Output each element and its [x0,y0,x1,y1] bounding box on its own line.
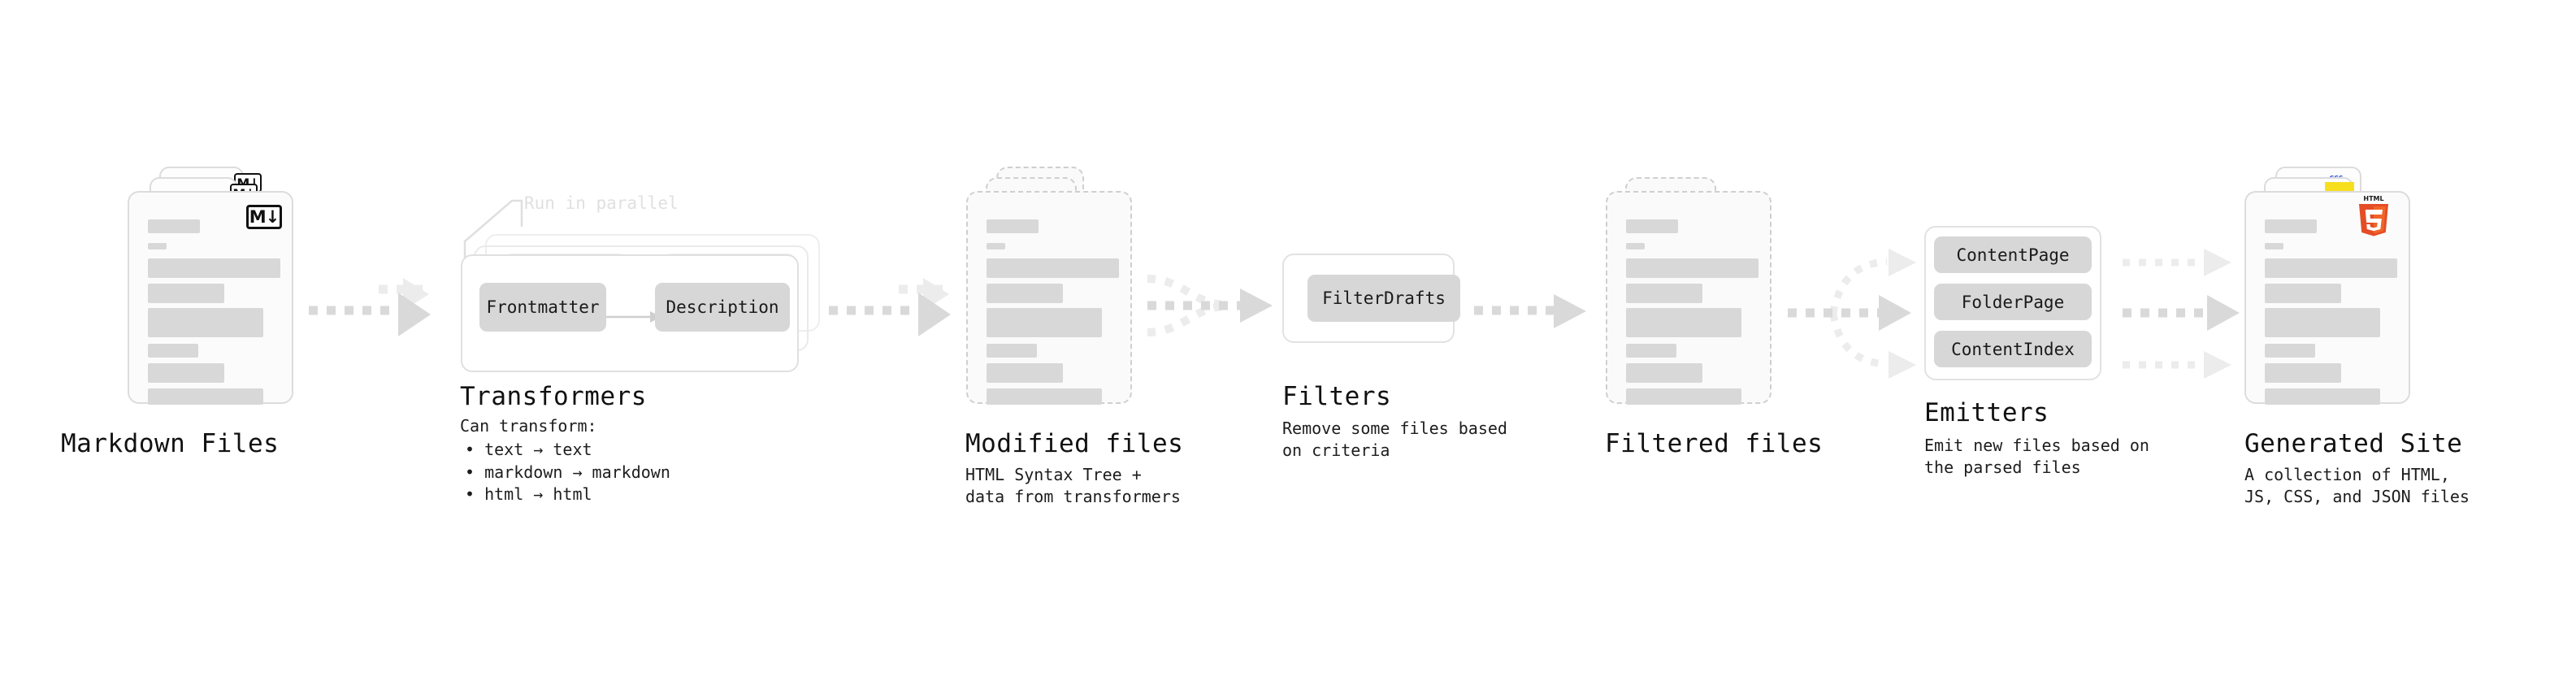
doc-subtitle-bar [148,243,167,249]
doc-content-bar-5 [148,363,224,383]
emitter-chip-folderpage[interactable]: FolderPage [1934,284,2092,320]
doc-content-bar-6 [987,388,1102,405]
markdown-files-label: Markdown Files [61,429,280,458]
filtered-files-label: Filtered files [1605,429,1824,458]
doc-content-bar-1 [1626,258,1759,278]
arrow-markdown-to-transformers [309,278,431,336]
filters-desc-1: Remove some files based [1282,419,1507,438]
transformers-desc-head: Can transform: [460,416,597,436]
markdown-badge-text-3: M↓ [249,207,280,227]
doc-content-bar-5 [1626,363,1702,383]
doc-content-bar-3 [1626,308,1741,337]
generated-site-label: Generated Site [2244,429,2463,458]
doc-content-bar-2 [2265,284,2341,303]
transformer-chip-frontmatter[interactable]: Frontmatter [479,283,606,332]
doc-content-bar-3 [987,308,1102,337]
doc-content-bar-1 [987,258,1119,278]
emitters-label: Emitters [1924,398,2049,427]
doc-content-bar-3 [2265,308,2380,337]
transformers-desc-bullet-3: • html → html [465,484,592,504]
filter-chip-filterdrafts[interactable]: FilterDrafts [1308,275,1460,322]
transformers-desc-bullet-2: • markdown → markdown [465,462,670,482]
site-file-card-front [2244,191,2410,405]
svg-text:HTML: HTML [2363,195,2383,202]
doc-title-bar [1626,219,1678,233]
emitters-desc-1: Emit new files based on [1924,436,2149,455]
filtered-file-card-front [1606,191,1772,405]
doc-content-bar-4 [1626,344,1676,358]
transformers-label: Transformers [460,382,647,411]
doc-content-bar-5 [2265,363,2341,383]
arrow-filters-to-filtered [1474,294,1586,328]
markdown-badge-front: M↓ [246,205,282,229]
doc-title-bar [987,219,1039,233]
arrow-emitters-to-site [2123,249,2240,379]
doc-content-bar-6 [1626,388,1741,405]
arrow-filtered-to-emitters [1788,249,1916,379]
doc-subtitle-bar [1626,243,1645,249]
doc-content-bar-2 [148,284,224,303]
run-in-parallel-bracket [463,199,523,262]
doc-title-bar [2265,219,2317,233]
modified-files-desc-1: HTML Syntax Tree + [965,465,1142,484]
modified-file-card-front [966,191,1132,405]
doc-subtitle-bar [987,243,1005,249]
arrow-modified-to-filters [1147,275,1273,336]
filters-label: Filters [1282,382,1392,411]
doc-content-bar-5 [987,363,1063,383]
transformer-chip-description[interactable]: Description [655,283,790,332]
doc-content-bar-6 [2265,388,2380,405]
doc-content-bar-2 [987,284,1063,303]
arrow-transformers-to-modified [829,278,951,336]
emitters-desc-2: the parsed files [1924,458,2081,477]
doc-content-bar-6 [148,388,263,405]
modified-files-label: Modified files [965,429,1184,458]
doc-content-bar-4 [148,344,198,358]
modified-files-desc-2: data from transformers [965,487,1181,506]
generated-site-desc-1: A collection of HTML, [2244,465,2450,484]
doc-content-bar-2 [1626,284,1702,303]
doc-content-bar-3 [148,308,263,337]
generated-site-desc-2: JS, CSS, and JSON files [2244,487,2470,506]
doc-subtitle-bar [2265,243,2283,249]
run-in-parallel-label: Run in parallel [524,193,679,213]
filters-desc-2: on criteria [1282,440,1390,460]
emitter-chip-contentpage[interactable]: ContentPage [1934,236,2092,273]
doc-content-bar-4 [2265,344,2315,358]
doc-title-bar [148,219,200,233]
doc-content-bar-1 [148,258,280,278]
transformers-desc-bullet-1: • text → text [465,440,592,459]
doc-content-bar-1 [2265,258,2397,278]
emitter-chip-contentindex[interactable]: ContentIndex [1934,331,2092,367]
html5-icon: HTML [2359,195,2388,236]
doc-content-bar-4 [987,344,1037,358]
